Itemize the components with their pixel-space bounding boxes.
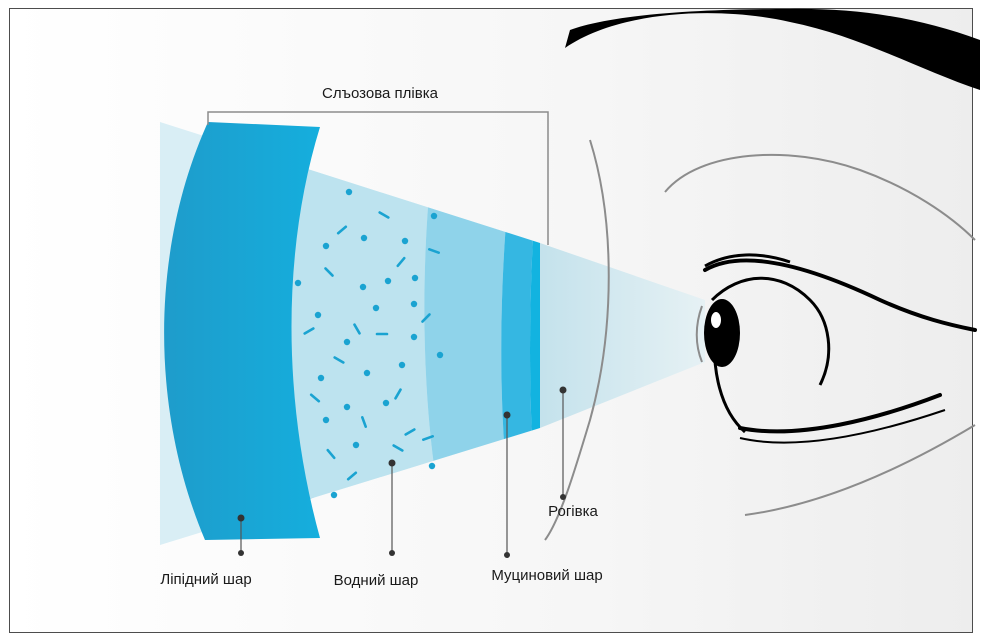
particle-dot [323,243,329,249]
particle-dot [373,305,379,311]
particle-dot [437,352,443,358]
particle-dot [318,375,324,381]
lipid-dot-end [238,550,244,556]
particle-dot [360,284,366,290]
particle-dot [344,339,350,345]
label-cornea: Рогівка [548,503,598,520]
particle-dot [411,334,417,340]
label-aqueous-layer: Водний шар [334,572,419,589]
label-tear-film: Слъозова плівка [322,85,439,102]
particle-dot [353,442,359,448]
particle-dot [399,362,405,368]
particle-dot [411,301,417,307]
particle-dot [385,278,391,284]
cornea-dot-end [560,494,566,500]
particle-dot [364,370,370,376]
particle-dot [429,463,435,469]
label-lipid-layer: Ліпідний шар [160,571,251,588]
particle-dot [315,312,321,318]
label-mucin-layer: Муциновий шар [491,567,602,584]
particle-dot [323,417,329,423]
particle-dot [331,492,337,498]
particle-dot [295,280,301,286]
particle-dot [344,404,350,410]
particle-dot [346,189,352,195]
aqueous-dot-end [389,550,395,556]
mucin-dot-end [504,552,510,558]
particle-dot [383,400,389,406]
lipid-dot [238,515,245,522]
particle-dot [361,235,367,241]
particle-dot [412,275,418,281]
aqueous-dot [389,460,396,467]
cornea-dot [560,387,567,394]
particle-dot [431,213,437,219]
mucin-dot [504,412,511,419]
particle-dot [402,238,408,244]
